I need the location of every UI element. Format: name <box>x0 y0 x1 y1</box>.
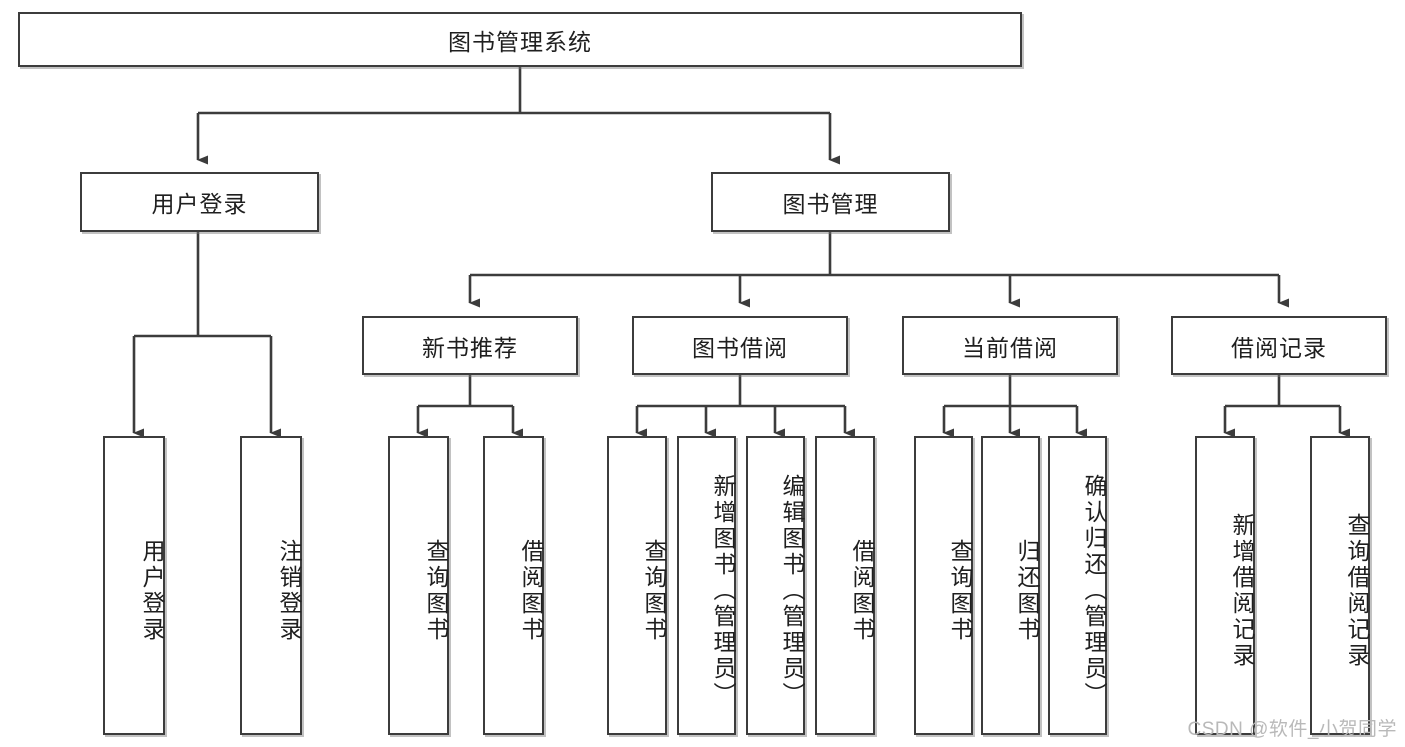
leaf-user-login-login[interactable]: 用户登录 <box>103 436 165 735</box>
leaf-borrow-edit-book-admin[interactable]: 编辑图书（管理员） <box>746 436 805 735</box>
leaf-borrow-borrow-book[interactable]: 借阅图书 <box>815 436 875 735</box>
leaf-current-confirm-return-admin[interactable]: 确认归还（管理员） <box>1048 436 1107 735</box>
node-book-borrow[interactable]: 图书借阅 <box>632 316 848 375</box>
node-label: 用户登录 <box>151 191 248 217</box>
leaf-borrow-query-book[interactable]: 查询图书 <box>607 436 667 735</box>
node-label: 新增图书（管理员） <box>710 473 736 708</box>
node-label: 编辑图书（管理员） <box>779 473 805 708</box>
node-label: 图书借阅 <box>692 334 788 361</box>
node-label: 图书管理 <box>782 191 879 217</box>
node-label: 新书推荐 <box>422 334 518 361</box>
node-label: 借阅图书 <box>849 538 875 643</box>
node-user-login[interactable]: 用户登录 <box>80 172 319 232</box>
node-label: 查询图书 <box>641 538 667 643</box>
node-label: 查询借阅记录 <box>1344 512 1370 669</box>
node-label: 借阅图书 <box>518 538 544 643</box>
node-root-system[interactable]: 图书管理系统 <box>18 12 1022 67</box>
leaf-recommend-query-book[interactable]: 查询图书 <box>388 436 449 735</box>
watermark: CSDN @软件_小贺同学 <box>1187 719 1397 740</box>
node-book-management[interactable]: 图书管理 <box>711 172 950 232</box>
node-label: 新增借阅记录 <box>1229 512 1255 669</box>
leaf-records-query-record[interactable]: 查询借阅记录 <box>1310 436 1370 735</box>
node-label: 确认归还（管理员） <box>1081 473 1107 708</box>
node-label: 归还图书 <box>1014 538 1040 643</box>
node-label: 用户登录 <box>139 538 165 643</box>
node-label: 当前借阅 <box>962 334 1058 361</box>
node-new-book-recommend[interactable]: 新书推荐 <box>362 316 578 375</box>
node-label: 借阅记录 <box>1231 334 1327 361</box>
node-label: 图书管理系统 <box>448 28 592 55</box>
leaf-records-add-record[interactable]: 新增借阅记录 <box>1195 436 1255 735</box>
leaf-recommend-borrow-book[interactable]: 借阅图书 <box>483 436 544 735</box>
leaf-current-query-book[interactable]: 查询图书 <box>914 436 973 735</box>
leaf-current-return-book[interactable]: 归还图书 <box>981 436 1040 735</box>
node-borrow-records[interactable]: 借阅记录 <box>1171 316 1387 375</box>
leaf-borrow-add-book-admin[interactable]: 新增图书（管理员） <box>677 436 736 735</box>
node-label: 注销登录 <box>276 538 302 643</box>
node-label: 查询图书 <box>947 538 973 643</box>
node-label: 查询图书 <box>423 538 449 643</box>
leaf-user-login-logout[interactable]: 注销登录 <box>240 436 302 735</box>
node-current-borrow[interactable]: 当前借阅 <box>902 316 1118 375</box>
